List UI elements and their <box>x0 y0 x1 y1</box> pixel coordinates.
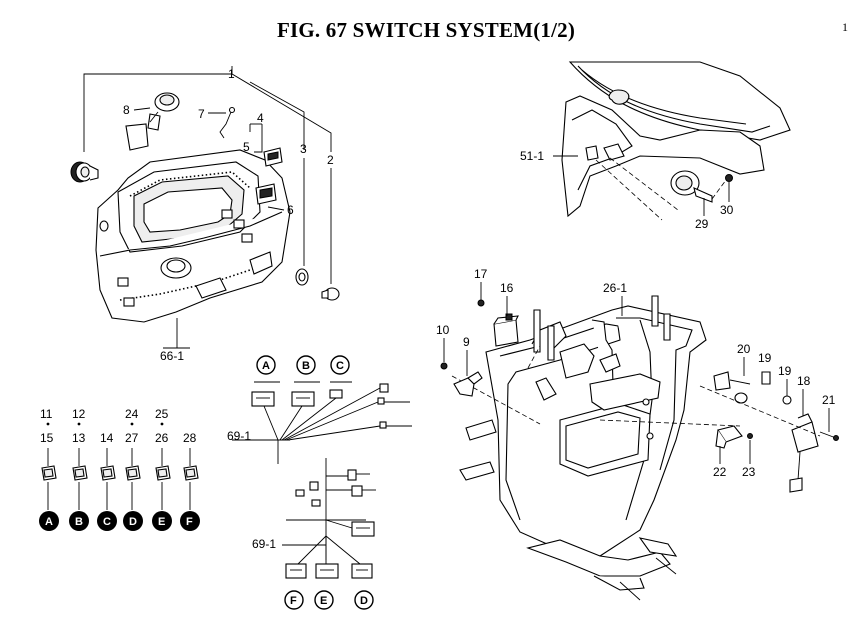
callout-19a: 19 <box>758 351 772 365</box>
callout-51-1: 51-1 <box>520 149 544 163</box>
connector-label-13: 13 <box>72 431 86 445</box>
callout-18: 18 <box>797 374 811 388</box>
horn: 29 30 <box>670 170 734 231</box>
harness-lower-letter-f: F <box>290 595 297 607</box>
dashboard-assembly: 1 <box>70 66 340 363</box>
callout-69-1-upper: 69-1 <box>227 429 251 443</box>
connector-top-label-25: 25 <box>155 407 169 421</box>
connector-letter-b: B <box>75 516 83 528</box>
hood-assembly: 51-1 <box>520 61 791 221</box>
frame-assembly: 26-1 <box>451 281 741 601</box>
callout-3: 3 <box>300 142 307 156</box>
connector-letter-d: D <box>129 516 137 528</box>
connector-letter-badges: A B C D E F <box>39 511 200 531</box>
harness-upper-letter-b: B <box>302 360 310 372</box>
callout-6: 6 <box>287 203 294 217</box>
connector-label-15: 15 <box>40 431 54 445</box>
wire-clip: 7 <box>198 106 236 139</box>
callout-26-1: 26-1 <box>603 281 627 295</box>
page-number: 1 <box>842 20 848 34</box>
harness-upper-letter-c: C <box>336 360 344 372</box>
harness-lower-letter-e: E <box>320 595 327 607</box>
connector-label-28: 28 <box>183 431 197 445</box>
connector-letter-c: C <box>103 516 111 528</box>
harness-lower: 69-1 F E D <box>252 458 376 610</box>
callout-16: 16 <box>500 281 514 295</box>
connector-table: 11 12 24 25 15 13 14 27 26 28 <box>39 407 200 531</box>
connector-letter-f: F <box>186 516 193 528</box>
hour-meter <box>70 161 99 183</box>
panel-hardware: 3 2 <box>295 142 340 301</box>
rocker-switches: 4 5 6 <box>243 111 294 217</box>
callout-9: 9 <box>463 335 470 349</box>
callout-20: 20 <box>737 342 751 356</box>
callout-66-1: 66-1 <box>160 349 184 363</box>
connector-label-14: 14 <box>100 431 114 445</box>
callout-4: 4 <box>257 111 264 125</box>
connector-label-26: 26 <box>155 431 169 445</box>
connector-letter-a: A <box>45 516 53 528</box>
callout-23: 23 <box>742 465 756 479</box>
harness-upper: A B C 6 <box>227 355 412 464</box>
callout-2: 2 <box>327 153 334 167</box>
dashboard-panel <box>95 149 291 323</box>
harness-lower-letter-d: D <box>360 595 368 607</box>
relay: 16 17 <box>474 267 519 347</box>
callout-22: 22 <box>713 465 727 479</box>
connector-icons <box>41 448 199 510</box>
callout-5: 5 <box>243 140 250 154</box>
harness-upper-letter-a: A <box>262 360 270 372</box>
bracket-9: 9 10 <box>436 323 483 397</box>
callout-30: 30 <box>720 203 734 217</box>
connector-top-label-12: 12 <box>72 407 86 421</box>
callout-7: 7 <box>198 107 205 121</box>
callout-19b: 19 <box>778 364 792 378</box>
connector-letter-e: E <box>158 516 165 528</box>
connector-label-27: 27 <box>125 431 139 445</box>
figure-title: FIG. 67 SWITCH SYSTEM(1/2) <box>276 18 576 42</box>
callout-21: 21 <box>822 393 836 407</box>
callout-29: 29 <box>695 217 709 231</box>
callout-10: 10 <box>436 323 450 337</box>
callout-8: 8 <box>123 103 130 117</box>
callout-17: 17 <box>474 267 488 281</box>
ignition-switch: 8 <box>123 92 180 151</box>
connector-top-label-11: 11 <box>40 407 53 421</box>
callout-1: 1 <box>228 67 235 81</box>
callout-69-1-lower: 69-1 <box>252 537 276 551</box>
connector-top-label-24: 24 <box>125 407 139 421</box>
right-components: 20 19 19 18 21 22 <box>699 342 839 493</box>
